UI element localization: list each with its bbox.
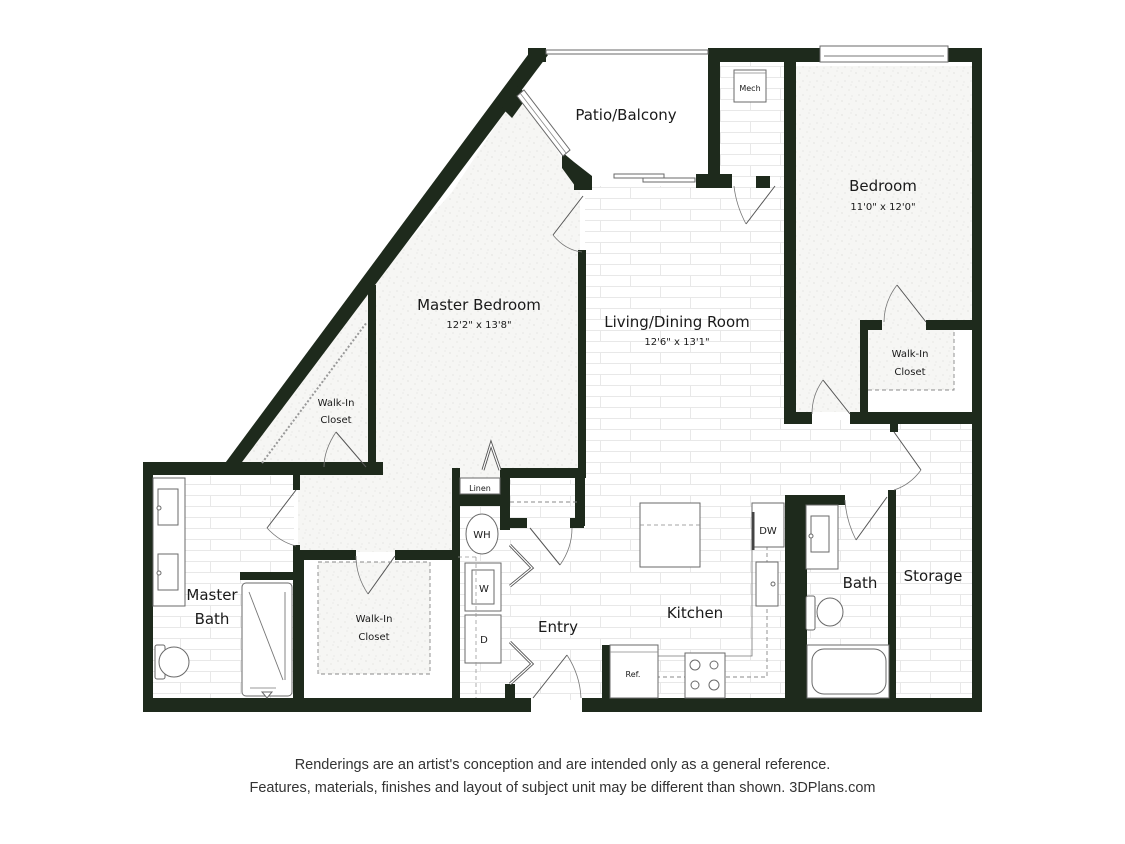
mech-left-wall (708, 48, 720, 186)
room-label-living: Living/Dining Room (604, 313, 750, 331)
label-dryer: D (480, 635, 488, 646)
bottom-exterior-wall-left (143, 698, 531, 712)
storage-left-wall (888, 490, 896, 705)
dryer (464, 614, 502, 664)
room-label-master-bath-2: Bath (195, 610, 230, 628)
coat-closet-door[interactable] (529, 527, 573, 566)
bedroom-window (819, 45, 949, 63)
room-label-patio: Patio/Balcony (575, 106, 676, 124)
refrigerator (609, 644, 659, 699)
master-bath-door[interactable] (266, 489, 297, 547)
living-floor-main (585, 186, 785, 700)
storage-floor (896, 424, 972, 698)
room-label-walkin-lower-2: Closet (358, 632, 389, 643)
room-label-walkin-lower-1: Walk-In (356, 614, 393, 625)
label-refrigerator: Ref. (626, 670, 641, 679)
mech-door[interactable] (733, 185, 776, 225)
doors (266, 185, 927, 699)
master-bedroom-floor (370, 92, 580, 548)
bedroom-door[interactable] (811, 379, 851, 415)
label-water-heater: WH (473, 530, 490, 541)
room-dim-bedroom: 11'0" x 12'0" (850, 202, 915, 213)
right-exterior-wall (972, 48, 982, 712)
master-bedroom-door[interactable] (552, 195, 584, 253)
water-heater (465, 513, 499, 555)
master-living-wall (578, 250, 586, 478)
patio-opening (545, 49, 709, 55)
walkin-closet-bedroom-carpet (868, 330, 954, 390)
master-shower (241, 582, 293, 699)
room-label-master-bath-1: Master (186, 586, 238, 604)
linen-shelf (459, 477, 501, 495)
bath-door[interactable] (844, 496, 888, 541)
room-label-linen: Linen (469, 484, 491, 493)
walkin-closet-lower-carpet (318, 562, 430, 674)
left-exterior-wall (143, 462, 153, 712)
linen-door[interactable] (481, 439, 502, 471)
room-dim-living: 12'6" x 13'1" (644, 337, 709, 348)
laundry-bifold-doors[interactable] (508, 543, 535, 686)
master-toilet (154, 644, 190, 680)
master-hall-floor (298, 472, 453, 552)
top-wall-right (708, 48, 820, 62)
bedroom-closet-door[interactable] (883, 284, 927, 323)
bath-toilet (805, 595, 844, 631)
room-label-walkin-upper-2: Closet (320, 415, 351, 426)
room-label-bedroom: Bedroom (849, 177, 917, 195)
room-label-walkin-upper-1: Walk-In (318, 398, 355, 409)
room-label-walkin-bedroom-1: Walk-In (892, 349, 929, 360)
disclaimer-line-2: Features, materials, finishes and layout… (249, 780, 876, 796)
entry-door[interactable] (532, 654, 582, 699)
room-labels: Patio/Balcony Mech Bedroom 11'0" x 12'0"… (186, 84, 962, 679)
walkin-closet-upper-door[interactable] (323, 431, 367, 468)
closet-shelf-bedroom (868, 330, 955, 391)
room-dim-master-bedroom: 12'2" x 13'8" (446, 320, 511, 331)
kitchen-island (639, 502, 701, 568)
patio-sliding-door (613, 173, 665, 179)
mech-unit (733, 69, 767, 103)
bathtub (806, 644, 890, 699)
bath-left-wall (785, 495, 807, 705)
walls (143, 48, 982, 712)
room-label-entry: Entry (538, 618, 578, 636)
room-label-mech: Mech (739, 84, 760, 93)
room-label-master-bedroom: Master Bedroom (417, 296, 541, 314)
fixtures (152, 69, 955, 699)
closet-shelf-lower (317, 561, 431, 675)
dishwasher (751, 502, 785, 548)
closet-upper-vertical-wall (368, 285, 376, 475)
room-label-kitchen: Kitchen (667, 604, 723, 622)
hall-door[interactable] (893, 431, 922, 491)
bedroom-left-wall (784, 48, 796, 424)
kitchen-sink (755, 561, 779, 607)
label-dishwasher: DW (759, 526, 777, 537)
disclaimer-line-1: Renderings are an artist's conception an… (294, 757, 831, 773)
bottom-exterior-wall-right (582, 698, 982, 712)
room-label-walkin-bedroom-2: Closet (894, 367, 925, 378)
windows (516, 45, 949, 183)
room-label-bath: Bath (843, 574, 878, 592)
diagonal-wall (220, 48, 548, 470)
label-washer: W (479, 584, 489, 595)
range (684, 652, 726, 699)
room-label-storage: Storage (904, 567, 963, 585)
closet-shelf-upper (261, 321, 368, 464)
